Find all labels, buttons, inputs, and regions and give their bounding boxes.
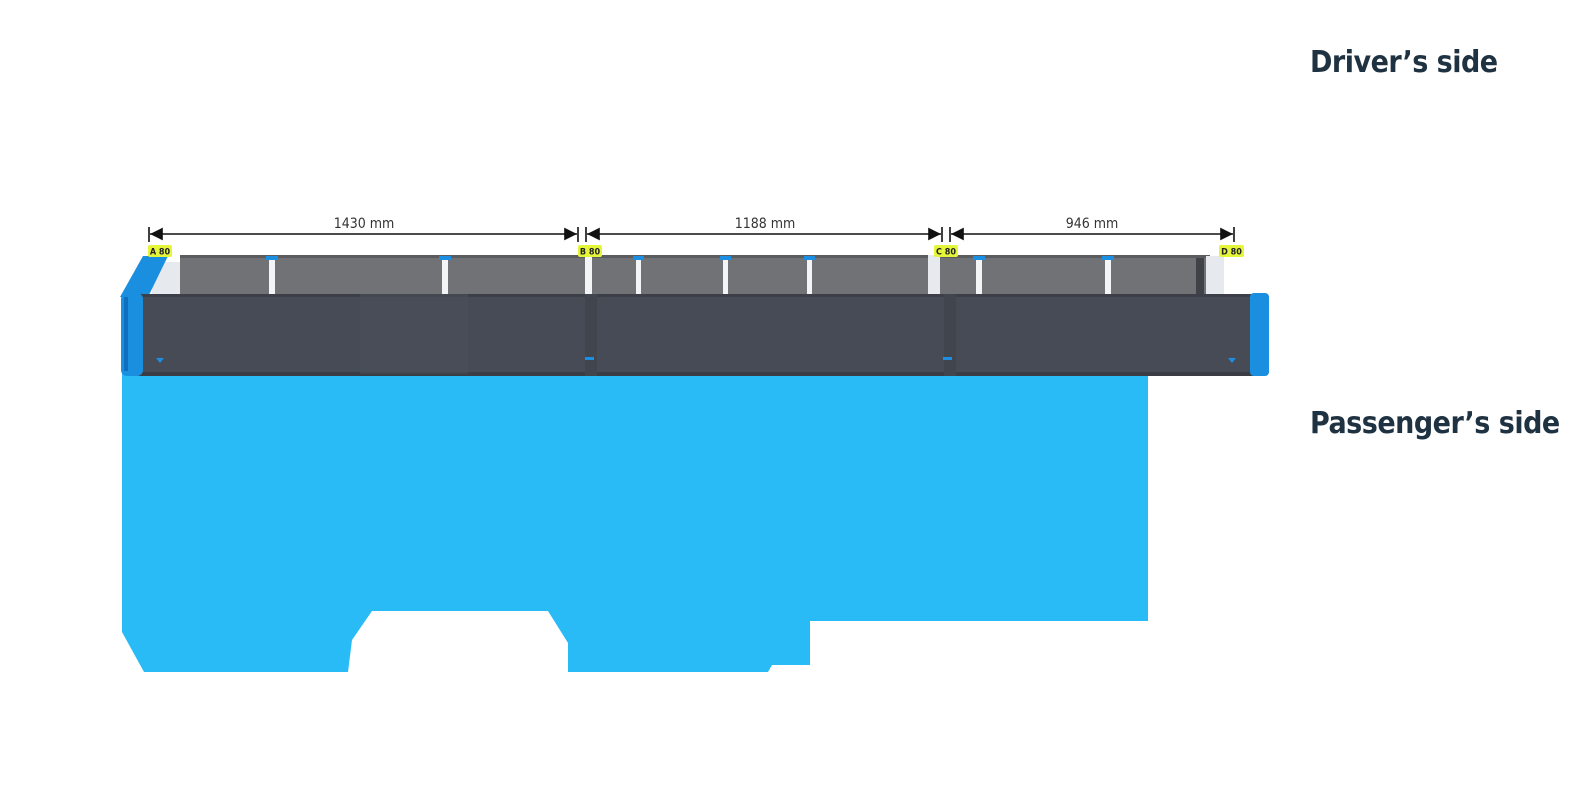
tag-d: D 80: [1219, 245, 1244, 258]
svg-text:D 80: D 80: [1221, 248, 1242, 258]
crossbar-markers: [269, 258, 1111, 295]
rail-track: [180, 255, 1210, 295]
main-rail: [130, 294, 1255, 376]
dimension-label-cd: 946 mm: [1066, 216, 1119, 232]
drivers-side-label: Driver’s side: [1310, 45, 1498, 80]
tag-a: A 80: [148, 245, 172, 258]
svg-text:B 80: B 80: [580, 248, 601, 258]
van-body: [122, 300, 1148, 672]
passengers-side-label: Passenger’s side: [1310, 406, 1560, 441]
tag-c: C 80: [934, 245, 958, 258]
tag-b: B 80: [578, 245, 602, 258]
dimension-label-bc: 1188 mm: [735, 216, 796, 232]
dimension-label-ab: 1430 mm: [334, 216, 395, 232]
front-corner-cap: [120, 256, 168, 297]
dimension-lines: [148, 227, 1235, 242]
svg-text:C 80: C 80: [936, 248, 956, 258]
svg-text:A 80: A 80: [150, 248, 171, 258]
rail-end-cap-rear: [1250, 293, 1269, 376]
